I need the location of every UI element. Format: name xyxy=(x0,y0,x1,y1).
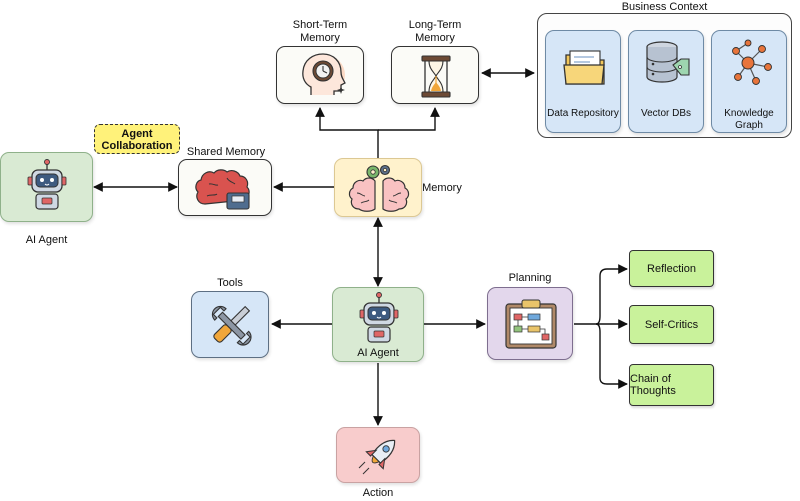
self-critics-node[interactable]: Self-Critics xyxy=(629,305,714,344)
shared-memory-label: Shared Memory xyxy=(186,146,266,158)
rocket-icon xyxy=(358,439,396,475)
data-repository-label: Data Repository xyxy=(547,108,619,119)
shared-memory-node[interactable] xyxy=(178,159,272,216)
chain-of-thoughts-node[interactable]: Chain of Thoughts xyxy=(629,364,714,406)
knowledge-graph-label-line1: Knowledge xyxy=(724,108,774,119)
short-term-memory-label-line1: Short-Term xyxy=(292,19,348,31)
knowledge-graph-tile[interactable]: Knowledge Graph xyxy=(711,30,787,133)
folder-icon xyxy=(563,50,605,85)
ai-agent-node[interactable]: AI Agent xyxy=(332,287,424,362)
business-context-group: Data Repository Vector DBs xyxy=(537,13,792,138)
planning-label: Planning xyxy=(508,272,552,284)
robot-icon xyxy=(27,159,67,210)
long-term-memory-label-line1: Long-Term xyxy=(408,19,462,31)
short-term-memory-label-line2: Memory xyxy=(300,32,340,44)
robot-icon xyxy=(359,292,399,343)
peer-agent-node[interactable] xyxy=(0,152,93,222)
clipboard-flowchart-icon xyxy=(505,299,557,349)
agent-collaboration-badge: Agent Collaboration xyxy=(94,124,180,154)
head-clock-icon xyxy=(302,53,346,95)
ai-agent-label: AI Agent xyxy=(357,347,399,359)
agent-collaboration-line2: Collaboration xyxy=(101,140,173,152)
vector-dbs-tile[interactable]: Vector DBs xyxy=(628,30,704,133)
action-label: Action xyxy=(362,487,394,499)
planning-to-chain-arrow xyxy=(595,323,628,389)
tools-node[interactable] xyxy=(191,291,269,358)
action-node[interactable] xyxy=(336,427,420,483)
knowledge-graph-icon xyxy=(732,39,772,85)
memory-to-long-term-arrow xyxy=(378,107,440,131)
brain-gears-icon xyxy=(348,164,410,212)
data-repository-tile[interactable]: Data Repository xyxy=(545,30,621,133)
reflection-node[interactable]: Reflection xyxy=(629,250,714,287)
database-icon xyxy=(646,41,690,83)
business-context-title: Business Context xyxy=(621,1,708,13)
long-term-memory-node[interactable] xyxy=(391,46,479,104)
planning-node[interactable] xyxy=(487,287,573,360)
planning-to-reflection-arrow xyxy=(595,264,628,325)
short-term-memory-node[interactable] xyxy=(276,46,364,104)
tools-label: Tools xyxy=(217,277,243,289)
brain-drive-icon xyxy=(195,169,250,210)
peer-agent-label: AI Agent xyxy=(25,234,68,246)
hourglass-icon xyxy=(421,55,451,98)
knowledge-graph-label-line2: Graph xyxy=(735,120,763,131)
memory-node[interactable] xyxy=(334,158,422,217)
memory-label: Memory xyxy=(422,182,462,194)
vector-dbs-label: Vector DBs xyxy=(640,108,692,119)
tools-icon xyxy=(211,305,252,346)
agent-collaboration-line1: Agent xyxy=(121,128,153,140)
long-term-memory-label-line2: Memory xyxy=(415,32,455,44)
memory-to-short-term-arrow xyxy=(315,107,379,158)
